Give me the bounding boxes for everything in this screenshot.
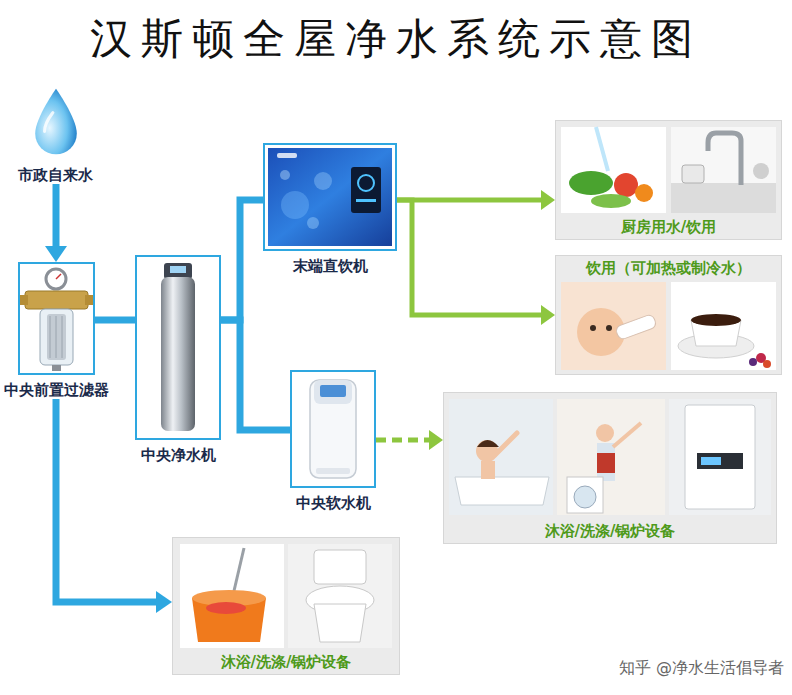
- usage-panel: 厨房用水/饮用: [555, 120, 782, 240]
- panel-label: 厨房用水/饮用: [615, 215, 722, 239]
- pipe-connector: [221, 200, 263, 320]
- node-label: 中央前置过滤器: [4, 381, 109, 399]
- pipe-line: [397, 200, 541, 315]
- device-frame: [135, 255, 221, 440]
- pipe-line: [221, 320, 290, 430]
- drinking-photo: [556, 280, 781, 374]
- central-purifier-illustration: [137, 257, 219, 438]
- diagram-title: 汉斯顿全屋净水系统示意图: [0, 14, 792, 64]
- arrow-head: [541, 305, 555, 325]
- arrow-head: [541, 190, 555, 210]
- mop-toilet-photo: [174, 538, 398, 650]
- terminal-dispenser-illustration: [265, 145, 395, 249]
- node-label: 中央净水机: [141, 446, 216, 464]
- pipe-line: [221, 200, 263, 320]
- device-frame: [30, 84, 82, 160]
- panel-label: 饮用（可加热或制冷水）: [580, 256, 757, 280]
- node-label: 末端直饮机: [293, 257, 368, 275]
- pipe-line: [376, 438, 429, 443]
- prefilter-illustration: [20, 264, 93, 373]
- node-label: 市政自来水: [18, 166, 93, 184]
- device-frame: [263, 143, 397, 251]
- device-frame: [18, 262, 95, 375]
- pipe-connector: [376, 430, 443, 450]
- arrow-head: [429, 430, 443, 450]
- softener-illustration: [292, 372, 374, 486]
- pipe-connector: [397, 200, 555, 325]
- device-node: 末端直饮机: [263, 143, 397, 275]
- panel-label: 沐浴/洗涤/锅炉设备: [539, 519, 682, 543]
- kitchen-photo: [556, 121, 781, 215]
- pipe-line: [95, 317, 135, 324]
- node-label: 中央软水机: [296, 494, 371, 512]
- pipe-line: [397, 198, 541, 203]
- pipe-connector: [45, 184, 67, 262]
- bath-laundry-boiler-photo: [445, 393, 775, 519]
- pipe-connector: [397, 190, 555, 210]
- arrow-head: [156, 591, 172, 613]
- arrow-head: [45, 246, 67, 262]
- water-drop-icon: [30, 84, 82, 160]
- usage-panel: 饮用（可加热或制冷水）: [555, 255, 782, 375]
- pipe-connector: [221, 320, 290, 430]
- pipe-line: [53, 184, 60, 246]
- watermark: 知乎 @净水生活倡导者: [619, 658, 784, 677]
- source-node: 市政自来水: [18, 84, 93, 184]
- pipe-connector: [95, 320, 135, 321]
- usage-panel: 沐浴/洗涤/锅炉设备: [172, 537, 400, 675]
- panel-label: 沐浴/洗涤/锅炉设备: [215, 650, 358, 674]
- device-frame: [290, 370, 376, 488]
- device-node: 中央前置过滤器: [4, 262, 109, 399]
- device-node: 中央净水机: [135, 255, 221, 464]
- device-node: 中央软水机: [290, 370, 376, 512]
- usage-panel: 沐浴/洗涤/锅炉设备: [443, 392, 777, 544]
